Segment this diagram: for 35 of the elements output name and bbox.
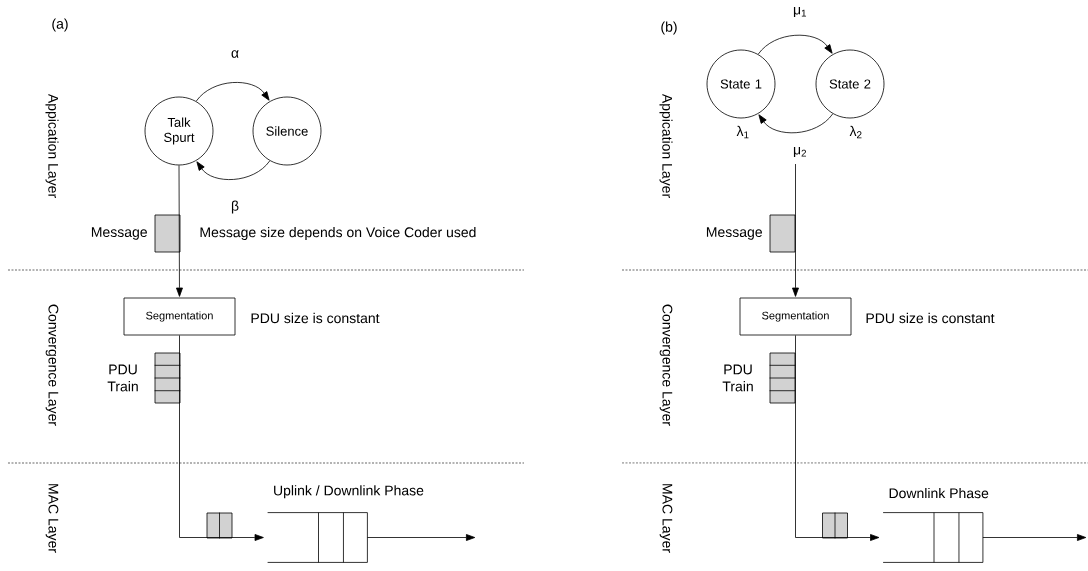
layer-label: Convergence Layer xyxy=(45,304,59,426)
panel-label: (b) xyxy=(661,21,677,35)
message-label: Message xyxy=(91,227,147,240)
arrow xyxy=(795,335,880,541)
edge-label: α xyxy=(229,49,241,59)
arrow xyxy=(195,82,270,102)
pdu-train-label: PDU Train xyxy=(107,364,138,392)
arrow xyxy=(176,165,183,297)
note: PDU size is constant xyxy=(866,312,995,324)
layer-label: Appication Layer xyxy=(45,93,59,198)
edge-label: μ$_{1}$ xyxy=(792,5,808,19)
note: Message size depends on Voice Coder used xyxy=(200,227,476,241)
edge-label: β xyxy=(230,199,241,215)
packet-block xyxy=(822,512,848,539)
panel-label: (a) xyxy=(52,18,68,32)
arrow xyxy=(758,113,834,134)
message-label: Message xyxy=(706,227,762,240)
queue: Downlink Phase xyxy=(882,487,989,563)
packet-block xyxy=(206,512,233,539)
process-box: Segmentation xyxy=(739,297,852,336)
queue: Uplink / Downlink Phase xyxy=(267,485,424,563)
layer-label: MAC Layer xyxy=(659,484,673,553)
arrow xyxy=(196,160,271,180)
arrow xyxy=(792,163,799,297)
edge-label: μ$_{2}$ xyxy=(792,145,808,159)
arrow xyxy=(757,34,833,55)
note: PDU size is constant xyxy=(251,312,380,324)
pdu-train-label: PDU Train xyxy=(722,364,753,392)
process-box: Segmentation xyxy=(123,297,236,336)
layer-label: MAC Layer xyxy=(45,484,59,553)
layer-label: Convergence Layer xyxy=(659,304,673,426)
layer-label: Appication Layer xyxy=(659,93,673,198)
arrow xyxy=(982,534,1087,541)
arrow xyxy=(179,335,264,541)
arrow xyxy=(367,534,476,541)
